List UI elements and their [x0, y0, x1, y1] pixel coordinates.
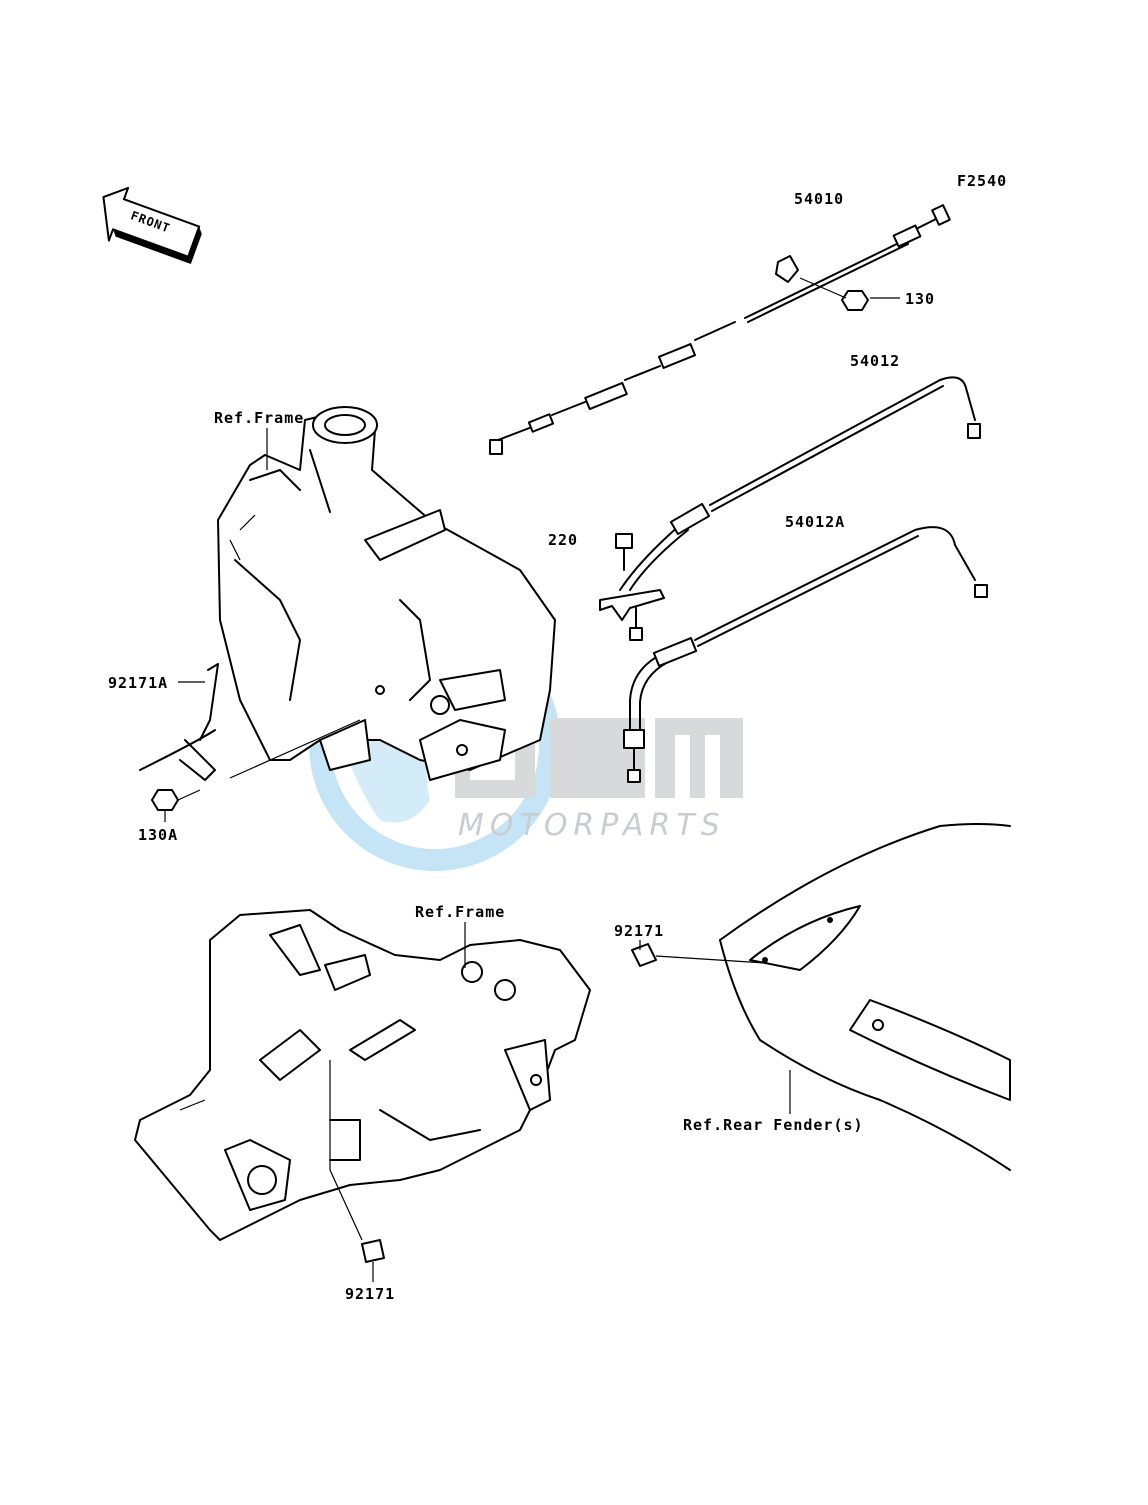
clamp-92171-right	[631, 940, 766, 967]
part-label-220: 220	[548, 531, 579, 549]
bolt-130A-icon	[151, 789, 201, 822]
cable-54012	[619, 376, 981, 641]
diagram-code: F2540	[957, 172, 1008, 190]
cable-54010	[489, 204, 951, 455]
frame-bottom	[134, 909, 591, 1241]
part-label-130A: 130A	[138, 826, 179, 844]
bracket-220	[599, 533, 665, 621]
clamp-92171-bottom	[329, 1060, 385, 1282]
part-label-92171A: 92171A	[108, 674, 169, 692]
cable-54012A	[623, 526, 988, 783]
front-arrow-icon	[102, 186, 202, 265]
part-label-54010: 54010	[794, 190, 845, 208]
part-label-92171-right: 92171	[614, 922, 665, 940]
part-label-130: 130	[905, 290, 936, 308]
ref-rear-fender-label: Ref.Rear Fender(s)	[683, 1116, 864, 1134]
rear-fender	[719, 823, 1011, 1171]
part-label-54012: 54012	[850, 352, 901, 370]
clamp-92171A	[139, 663, 361, 781]
ref-frame-bottom-label: Ref.Frame	[415, 903, 506, 921]
part-label-92171-bottom: 92171	[345, 1285, 396, 1303]
part-label-54012A: 54012A	[785, 513, 846, 531]
watermark-text: MOTORPARTS	[458, 808, 726, 843]
bolt-130-icon	[799, 277, 900, 311]
ref-frame-top-label: Ref.Frame	[214, 409, 305, 427]
frame-top	[217, 406, 556, 781]
